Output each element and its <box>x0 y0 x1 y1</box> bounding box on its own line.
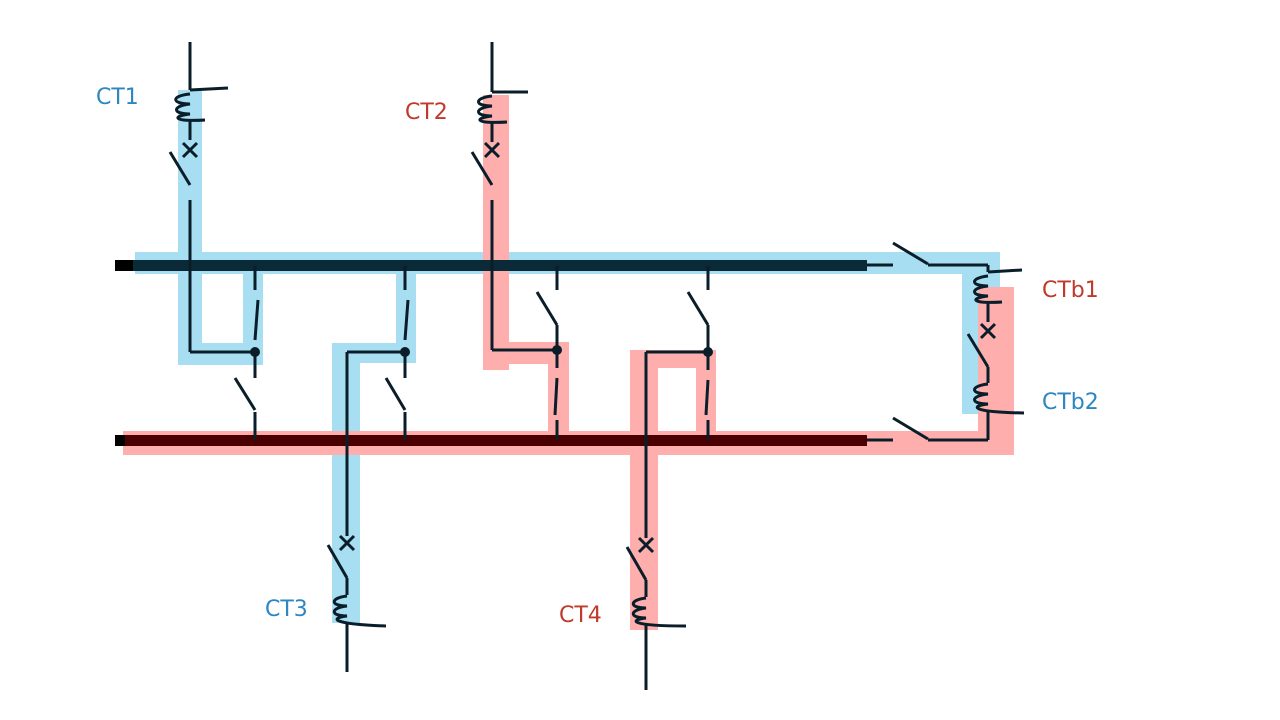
disconnector-3 <box>400 266 410 378</box>
disconnector-2 <box>535 266 562 440</box>
feeder-4 <box>625 350 708 690</box>
ct1-label: CT1 <box>96 85 139 110</box>
ct1-coil-icon <box>174 86 229 122</box>
ct3-label: CT3 <box>265 597 308 622</box>
coupler-b-blade <box>892 416 929 441</box>
zone-b-feeder2-link <box>483 342 569 364</box>
ct2-coil-icon <box>477 90 528 124</box>
disconnector-1-blade <box>253 299 260 341</box>
breaker-4-x-icon <box>637 536 655 554</box>
coupler-a-blade <box>892 241 929 266</box>
disconnector-3b-blade <box>384 377 407 411</box>
feeder-3 <box>326 350 405 672</box>
coupler-breaker-x-icon <box>979 322 997 340</box>
ct3-coil-icon <box>332 594 387 628</box>
disconnector-4b-blade <box>704 379 710 416</box>
disconnector-2-blade <box>535 291 559 326</box>
disconnector-2b-blade <box>553 377 559 416</box>
bus-coupler <box>867 241 1025 442</box>
ct2-label: CT2 <box>405 100 448 125</box>
zone-b-feeder4-band <box>630 350 658 630</box>
zone-a-disconnector1-band <box>243 270 263 365</box>
junction-1-dot-icon <box>250 347 260 357</box>
breaker-1-x-icon <box>181 141 199 159</box>
busbar-a-end <box>115 260 133 271</box>
zone-b-feeder2-band <box>483 95 509 370</box>
breaker-3-x-icon <box>338 534 356 552</box>
zone-a-feeder1-link <box>178 343 262 365</box>
zone-b-coupler-band <box>978 287 1014 455</box>
breaker-2-x-icon <box>483 141 501 159</box>
zone-b-disconnector2-band <box>548 342 569 442</box>
junction-3-dot-icon <box>400 347 410 357</box>
breaker-4-blade <box>625 546 648 581</box>
feeder-2 <box>470 42 557 352</box>
disconnector-3-blade <box>403 299 410 341</box>
busbar-b-end <box>115 435 125 446</box>
feeder-1 <box>168 42 255 354</box>
disconnector-1b <box>233 377 257 440</box>
busbar-b <box>115 435 867 446</box>
ctb2-label: CTb2 <box>1042 390 1099 415</box>
disconnector-3b <box>384 377 407 440</box>
ct4-coil-icon <box>631 596 687 628</box>
ct4-label: CT4 <box>559 603 602 628</box>
disconnector-4 <box>686 266 713 440</box>
breaker-3-blade <box>326 544 349 579</box>
ctb1-label: CTb1 <box>1042 278 1099 303</box>
coupler-breaker-blade <box>966 333 990 368</box>
ctb1-coil-icon <box>973 268 1023 304</box>
breaker-2-blade <box>470 151 494 186</box>
disconnector-1b-blade <box>233 377 257 411</box>
disconnector-4-blade <box>686 291 710 326</box>
disconnector-1 <box>250 266 260 378</box>
breaker-1-blade <box>168 151 192 186</box>
ctb2-coil-icon <box>973 382 1025 415</box>
